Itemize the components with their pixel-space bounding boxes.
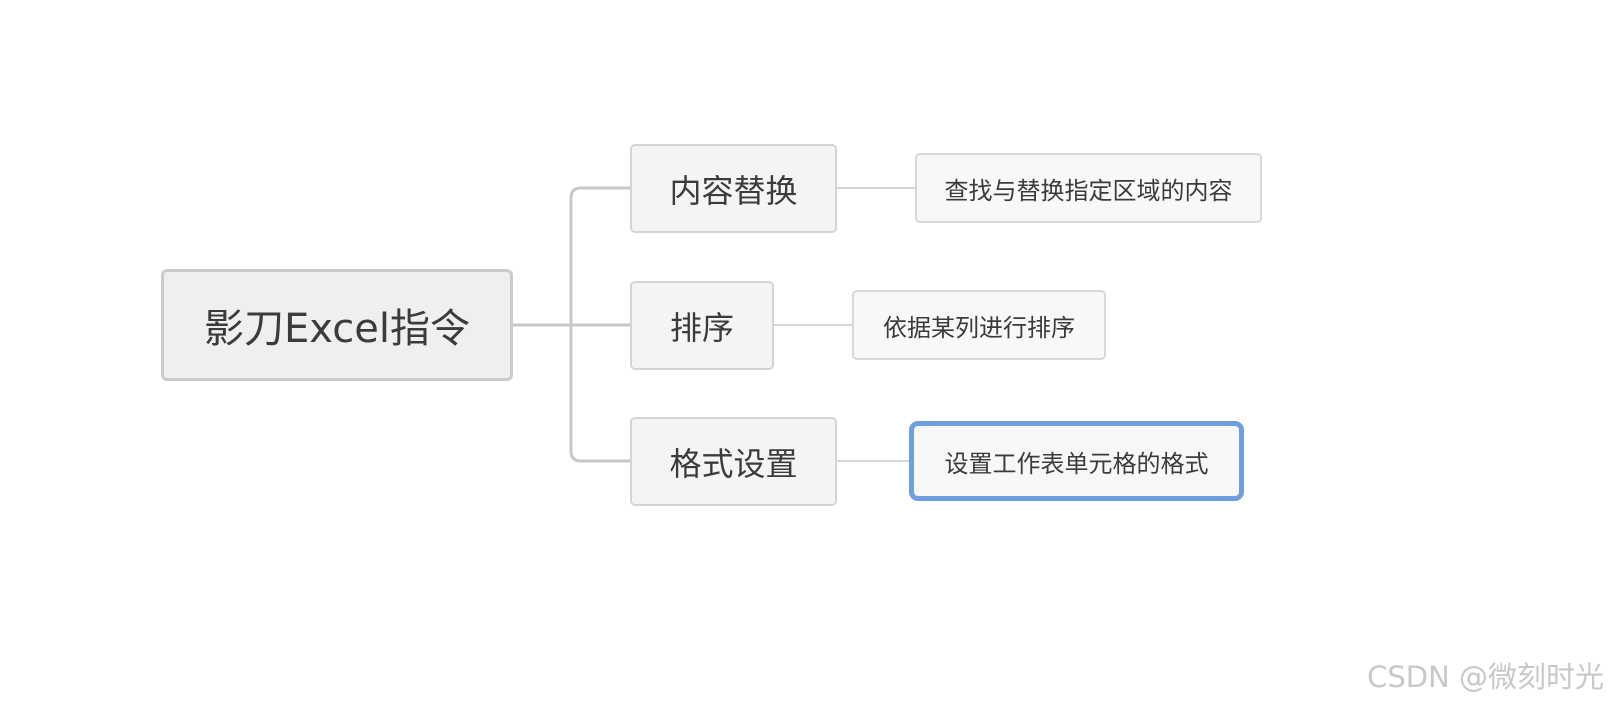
topic-node-format-settings[interactable]: 格式设置 <box>630 417 837 506</box>
root-node[interactable]: 影刀Excel指令 <box>161 269 513 381</box>
subtopic-node-label: 依据某列进行排序 <box>883 313 1075 342</box>
root-to-topic-1-connector <box>513 186 630 327</box>
watermark: CSDN @微刻时光 <box>1367 660 1604 694</box>
subtopic-node-sort-detail[interactable]: 依据某列进行排序 <box>852 290 1106 360</box>
topic-node-sort[interactable]: 排序 <box>630 281 774 370</box>
root-to-topic-3-connector <box>569 325 630 463</box>
topic-node-label: 内容替换 <box>669 171 798 210</box>
root-node-label: 影刀Excel指令 <box>204 306 470 352</box>
topic-node-label: 排序 <box>669 308 734 347</box>
subtopic-node-format-detail-selected[interactable]: 设置工作表单元格的格式 <box>909 421 1244 501</box>
subtopic-node-content-replace-detail[interactable]: 查找与替换指定区域的内容 <box>915 153 1262 223</box>
subtopic-node-label: 设置工作表单元格的格式 <box>944 449 1209 478</box>
subtopic-node-label: 查找与替换指定区域的内容 <box>944 176 1233 205</box>
topic-node-label: 格式设置 <box>669 444 798 483</box>
topic-node-content-replace[interactable]: 内容替换 <box>630 144 837 233</box>
